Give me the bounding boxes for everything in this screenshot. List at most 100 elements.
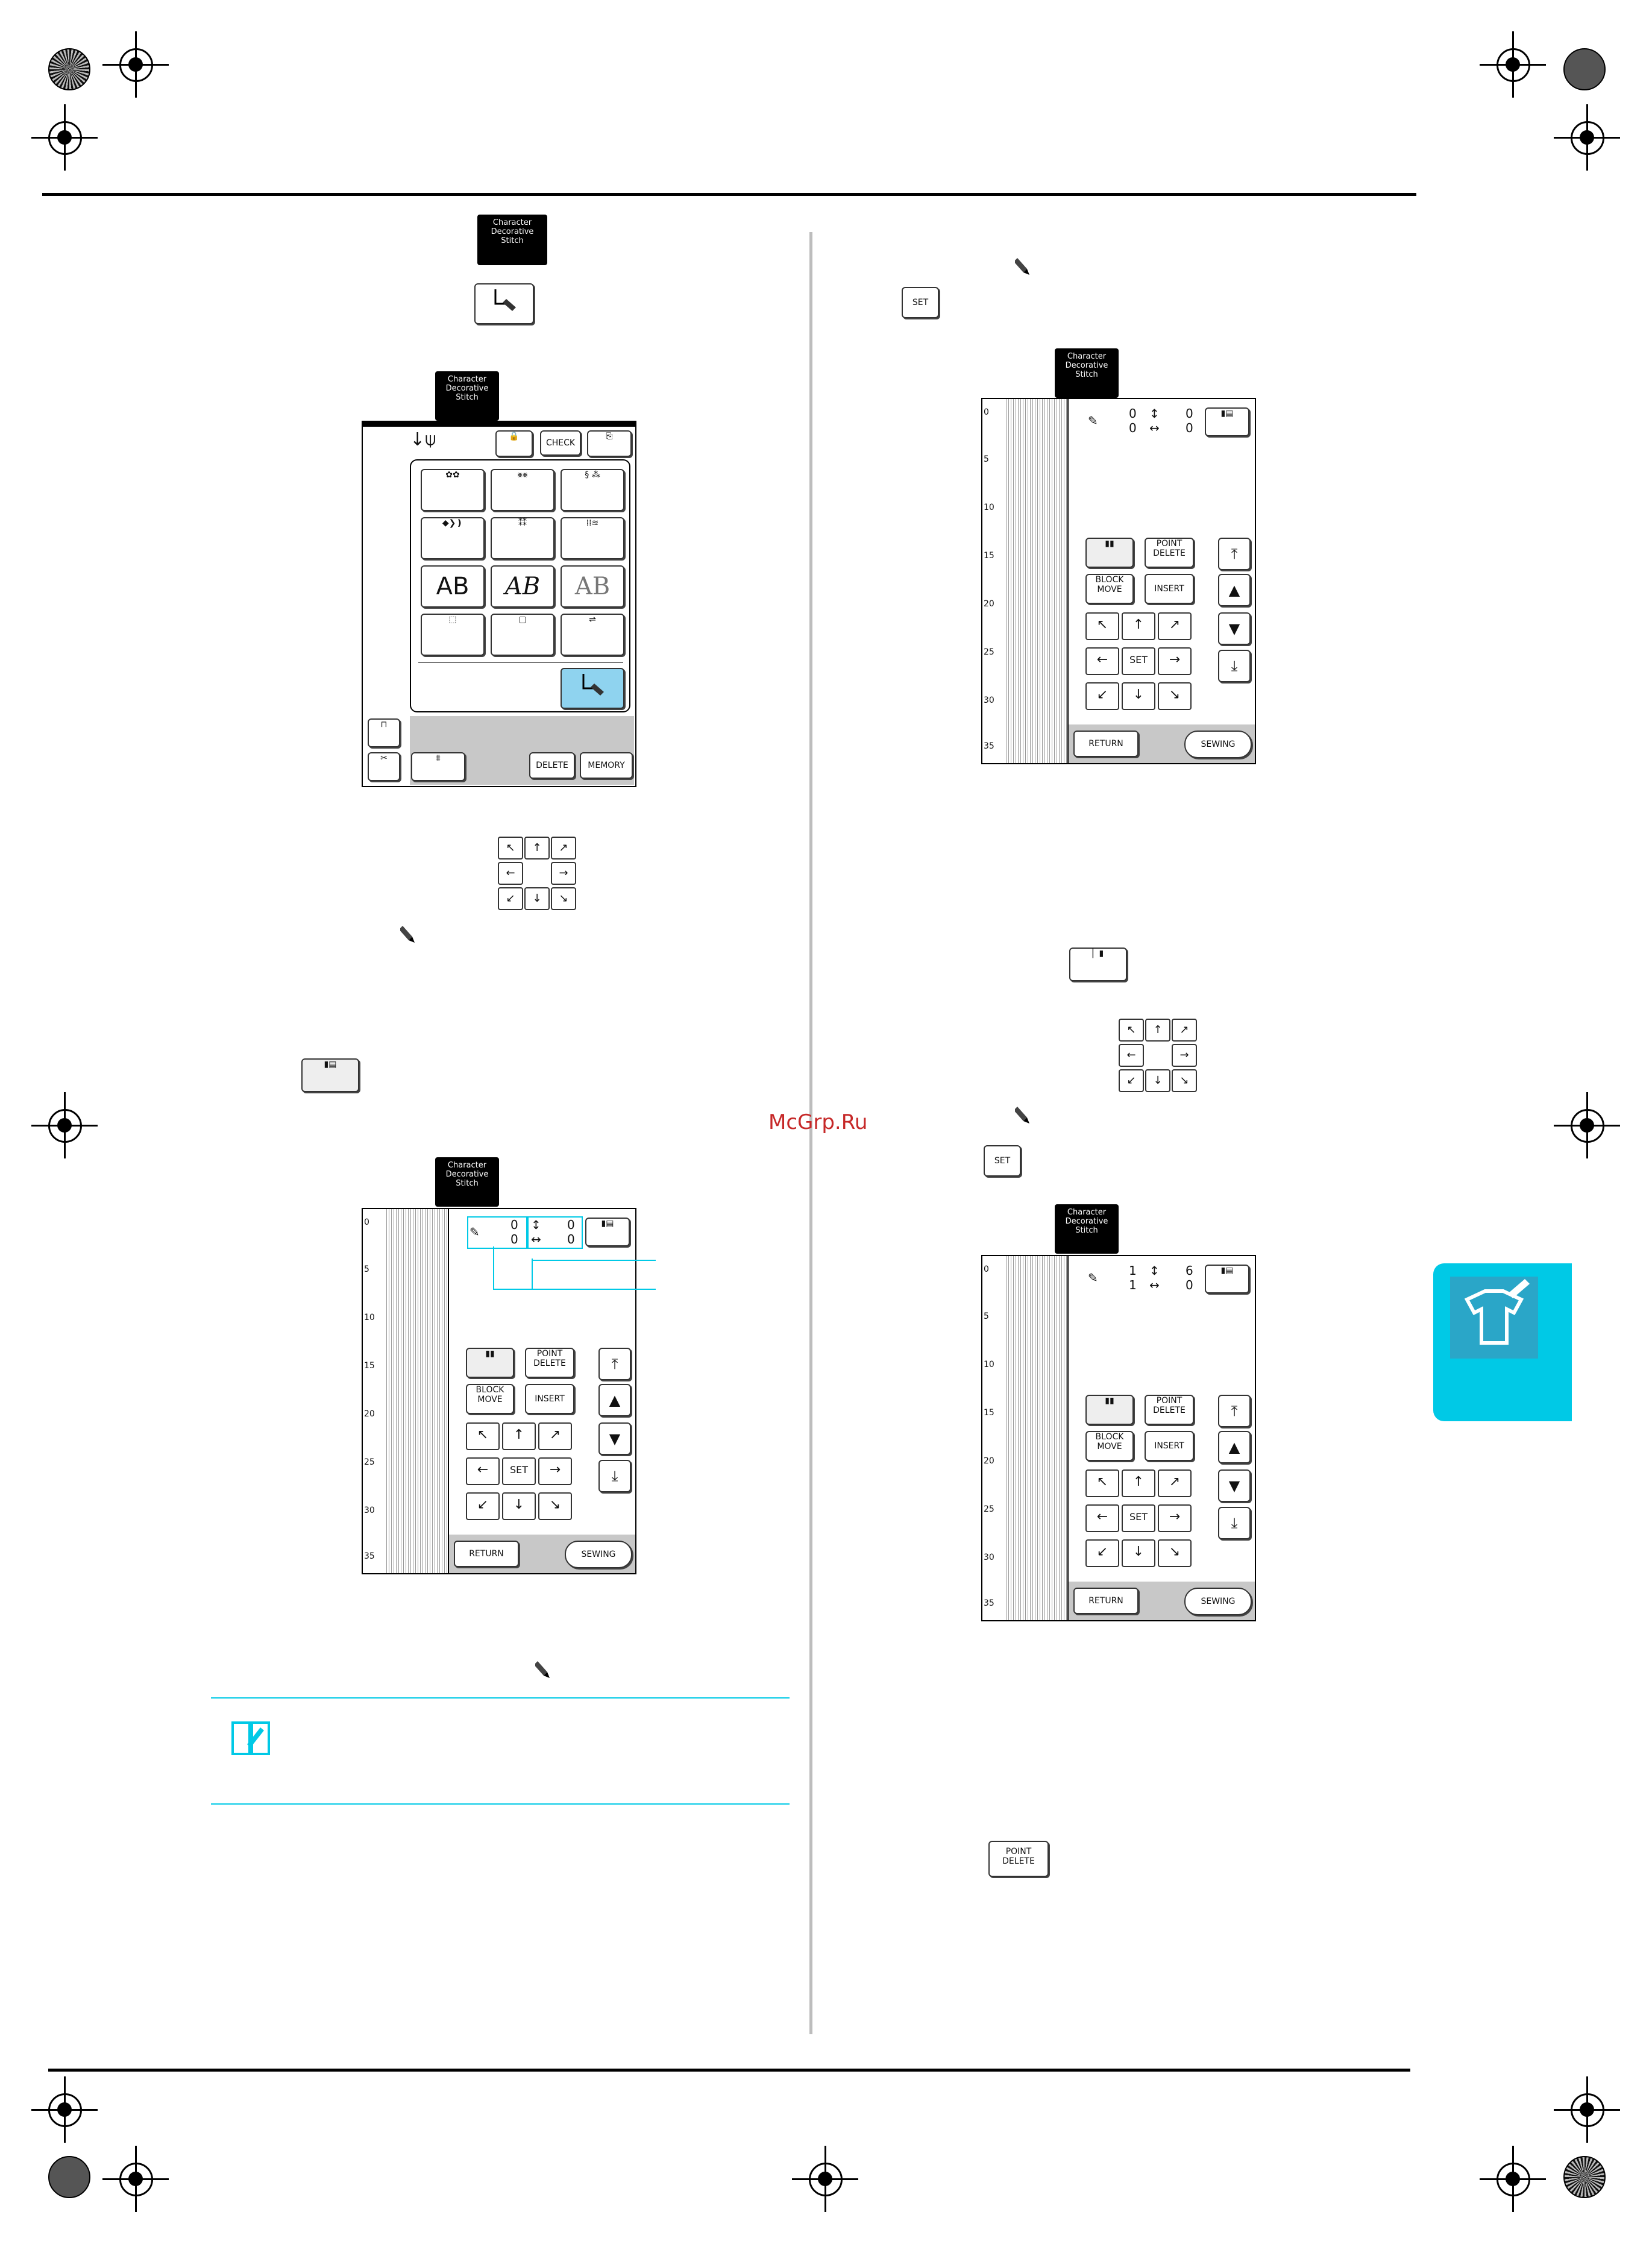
- stitch-category-2[interactable]: ⨳⨳: [491, 469, 554, 511]
- up-left-arrow-icon: ↖: [1119, 1019, 1144, 1042]
- insert-button[interactable]: INSERT: [1145, 1431, 1194, 1461]
- scissors-key[interactable]: ✂: [368, 752, 400, 781]
- move-up-right-button[interactable]: ↗: [1158, 1469, 1192, 1497]
- up-left-arrow-icon: ↖: [498, 837, 523, 860]
- stitch-grid[interactable]: [1004, 399, 1069, 763]
- mode-button[interactable]: ⎘: [587, 430, 632, 457]
- move-down-left-button[interactable]: ↙: [466, 1492, 500, 1520]
- stitch-grid[interactable]: [1004, 1256, 1069, 1620]
- stitch-grid[interactable]: [385, 1209, 449, 1573]
- my-custom-stitch-button[interactable]: [561, 668, 624, 709]
- move-up-left-button[interactable]: ↖: [1085, 612, 1119, 640]
- set-key[interactable]: SET: [902, 287, 939, 318]
- page-top-button[interactable]: ⤒: [598, 1348, 631, 1380]
- bottom-rule: [48, 2069, 1410, 2072]
- page-bottom-button[interactable]: ⤓: [598, 1460, 631, 1492]
- set-button[interactable]: SET: [502, 1457, 536, 1485]
- stitch-category-7[interactable]: ⬚: [421, 614, 485, 656]
- page-up-button[interactable]: ▲: [1218, 1431, 1251, 1463]
- return-button[interactable]: RETURN: [1073, 731, 1138, 757]
- insert-button[interactable]: INSERT: [1145, 574, 1194, 604]
- lock-button[interactable]: 🔒: [495, 430, 533, 457]
- usb-key[interactable]: ⇌: [561, 614, 624, 656]
- move-down-button[interactable]: ↓: [1122, 1539, 1155, 1567]
- sewing-button[interactable]: SEWING: [565, 1541, 632, 1568]
- line-mode-key[interactable]: ▮▮: [1085, 538, 1134, 568]
- return-button[interactable]: RETURN: [454, 1541, 519, 1567]
- my-custom-stitch-key[interactable]: [474, 283, 534, 324]
- move-right-button[interactable]: →: [1158, 647, 1192, 675]
- set-button[interactable]: SET: [1122, 647, 1155, 675]
- character-decorative-stitch-key[interactable]: Character Decorative Stitch: [477, 215, 547, 265]
- move-up-button[interactable]: ↑: [1122, 612, 1155, 640]
- line-mode-key[interactable]: ▮▮: [466, 1348, 514, 1378]
- page-bottom-button[interactable]: ⤓: [1218, 1507, 1251, 1539]
- watermark: McGrp.Ru: [768, 1110, 868, 1134]
- page-up-button[interactable]: ▲: [1218, 574, 1251, 606]
- grid-display-key[interactable]: ▮▤: [1205, 1265, 1249, 1293]
- distance-readout: ↕ ↔ 6 0: [1149, 1263, 1193, 1292]
- move-up-right-button[interactable]: ↗: [1158, 612, 1192, 640]
- line-mode-key[interactable]: ▮▮: [1085, 1395, 1134, 1425]
- stitch-category-5[interactable]: ⁑⁑: [491, 517, 554, 559]
- move-down-button[interactable]: ↓: [502, 1492, 536, 1520]
- registration-mark: [31, 104, 98, 171]
- move-right-button[interactable]: →: [538, 1457, 572, 1485]
- set-button[interactable]: SET: [1122, 1504, 1155, 1532]
- ruler: 0 5 10 15 20 25 30 35: [982, 399, 1005, 763]
- font-key-block[interactable]: AB: [421, 565, 485, 608]
- check-button[interactable]: CHECK: [540, 430, 581, 456]
- delete-button[interactable]: DELETE: [529, 752, 575, 779]
- page-down-button[interactable]: ▼: [598, 1422, 631, 1455]
- divider: [418, 662, 623, 663]
- font-key-script[interactable]: AB: [491, 565, 554, 608]
- move-down-left-button[interactable]: ↙: [1085, 682, 1119, 710]
- move-right-button[interactable]: →: [1158, 1504, 1192, 1532]
- move-up-right-button[interactable]: ↗: [538, 1422, 572, 1450]
- thread-key[interactable]: ⊓: [368, 718, 400, 747]
- memo-top-rule: [211, 1697, 790, 1699]
- page-bottom-button[interactable]: ⤓: [1218, 650, 1251, 682]
- line-mode-key[interactable]: ▏▮: [1069, 948, 1127, 981]
- point-delete-key[interactable]: POINT DELETE: [988, 1841, 1049, 1877]
- move-down-right-button[interactable]: ↘: [1158, 682, 1192, 710]
- grid-display-key[interactable]: ▮▤: [301, 1058, 359, 1092]
- page-down-button[interactable]: ▼: [1218, 1469, 1251, 1502]
- move-down-button[interactable]: ↓: [1122, 682, 1155, 710]
- move-up-button[interactable]: ↑: [502, 1422, 536, 1450]
- move-left-button[interactable]: ←: [1085, 1504, 1119, 1532]
- move-left-button[interactable]: ←: [466, 1457, 500, 1485]
- stitch-width-key[interactable]: ⩩: [411, 752, 465, 781]
- grid-display-key[interactable]: ▮▤: [585, 1218, 630, 1246]
- page-top-button[interactable]: ⤒: [1218, 1395, 1251, 1427]
- move-down-right-button[interactable]: ↘: [538, 1492, 572, 1520]
- sewing-button[interactable]: SEWING: [1184, 1588, 1252, 1615]
- font-key-outline[interactable]: AB: [561, 565, 624, 608]
- stitch-category-4[interactable]: ◆❯❫: [421, 517, 485, 559]
- page-down-button[interactable]: ▼: [1218, 612, 1251, 645]
- move-down-right-button[interactable]: ↘: [1158, 1539, 1192, 1567]
- stitch-category-6[interactable]: ⁞⁞≋: [561, 517, 624, 559]
- grid-display-key[interactable]: ▮▤: [1205, 407, 1249, 436]
- stitch-category-1[interactable]: ✿✿: [421, 469, 485, 511]
- pocket-key[interactable]: ▢: [491, 614, 554, 656]
- page-top-button[interactable]: ⤒: [1218, 538, 1251, 570]
- move-left-button[interactable]: ←: [1085, 647, 1119, 675]
- move-down-left-button[interactable]: ↙: [1085, 1539, 1119, 1567]
- insert-button[interactable]: INSERT: [525, 1384, 574, 1414]
- page-up-button[interactable]: ▲: [598, 1384, 631, 1416]
- move-up-left-button[interactable]: ↖: [1085, 1469, 1119, 1497]
- stitch-category-3[interactable]: § ⁂: [561, 469, 624, 511]
- move-up-left-button[interactable]: ↖: [466, 1422, 500, 1450]
- memory-button[interactable]: MEMORY: [580, 752, 633, 779]
- set-key[interactable]: SET: [984, 1145, 1021, 1177]
- sewing-button[interactable]: SEWING: [1184, 731, 1252, 758]
- move-up-button[interactable]: ↑: [1122, 1469, 1155, 1497]
- return-button[interactable]: RETURN: [1073, 1588, 1138, 1614]
